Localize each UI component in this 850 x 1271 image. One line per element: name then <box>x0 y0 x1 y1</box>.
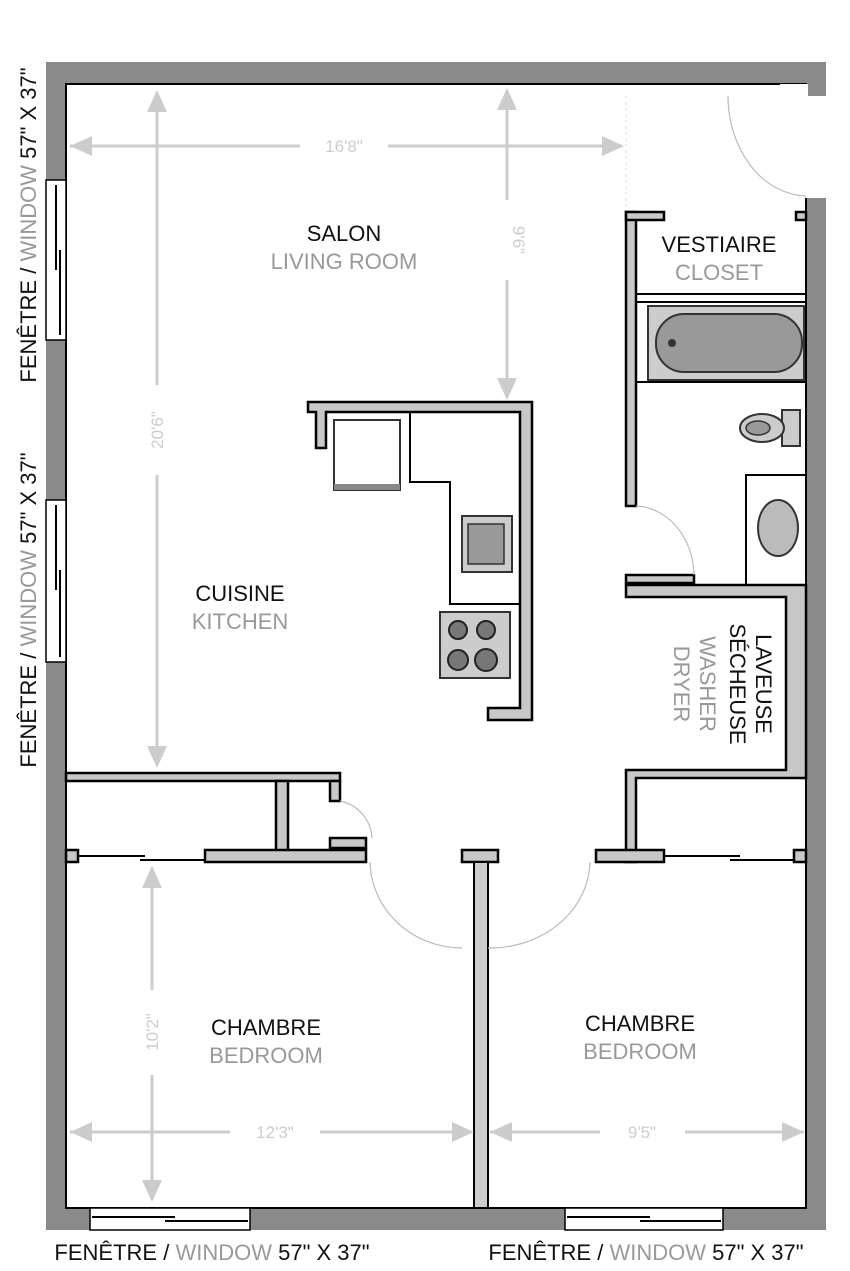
laundry-label-fr-1: LAVEUSE <box>751 634 776 734</box>
kitchen-label-en: KITCHEN <box>192 609 289 634</box>
window-left-lower <box>45 499 67 663</box>
toilet-icon <box>739 409 801 447</box>
kitchen-sink-icon <box>461 515 513 573</box>
window-label-left-lower: FENÊTRE / WINDOW 57" X 37" <box>16 452 41 767</box>
window-bottom-right <box>564 1207 724 1231</box>
laundry-label-fr-2: SÉCHEUSE <box>725 623 750 744</box>
dim-bedroom-right-width: 9'5" <box>628 1123 656 1142</box>
dim-bedroom-left-depth: 10'2" <box>143 1013 162 1051</box>
kitchen-counter <box>306 400 534 722</box>
closet-door-swing <box>339 800 373 839</box>
exterior-walls <box>46 62 826 1230</box>
bathroom-door-swing <box>635 505 695 576</box>
closet-label-fr: VESTIAIRE <box>662 232 777 257</box>
laundry-label-en-1: WASHER <box>695 636 720 732</box>
dim-kitchen-living-depth: 20'6" <box>148 411 167 449</box>
dim-living-depth: 9'6" <box>509 226 528 254</box>
window-bottom-left <box>89 1207 251 1231</box>
kitchen-label-fr: CUISINE <box>195 581 284 606</box>
living-label-en: LIVING ROOM <box>271 249 418 274</box>
bathroom-sink-icon <box>745 474 807 586</box>
living-label-fr: SALON <box>307 221 382 246</box>
bedroom-right-door-swing <box>487 861 591 949</box>
bathroom-walls <box>624 210 808 585</box>
bathtub-icon <box>647 305 805 381</box>
bedroom-left-label-fr: CHAMBRE <box>211 1015 321 1040</box>
bedroom-walls <box>64 771 808 1209</box>
dimension-lines <box>70 88 804 1202</box>
dishwasher-icon <box>333 419 401 491</box>
bedroom-right-label-fr: CHAMBRE <box>585 1011 695 1036</box>
window-label-left-upper: FENÊTRE / WINDOW 57" X 37" <box>16 67 41 382</box>
window-left-upper <box>45 179 67 341</box>
window-label-bottom-right: FENÊTRE / WINDOW 57" X 37" <box>488 1240 803 1265</box>
laundry-label-en-2: DRYER <box>669 646 694 723</box>
entry-door-swing <box>727 95 807 197</box>
bedroom-left-label-en: BEDROOM <box>209 1043 323 1068</box>
window-label-bottom-left: FENÊTRE / WINDOW 57" X 37" <box>54 1240 369 1265</box>
dim-living-width: 16'8" <box>325 137 363 156</box>
bedroom-right-label-en: BEDROOM <box>583 1039 697 1064</box>
dim-bedroom-left-width: 12'3" <box>256 1123 294 1142</box>
closet-label-en: CLOSET <box>675 260 763 285</box>
stove-icon <box>439 611 511 679</box>
bedroom-left-door-swing <box>369 861 463 949</box>
